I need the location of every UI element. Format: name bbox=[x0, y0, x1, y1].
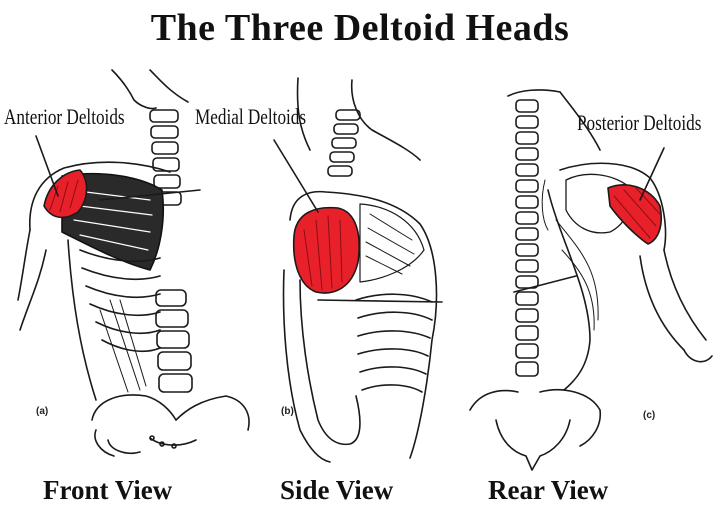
side-view-figure bbox=[273, 77, 443, 463]
anterior-deltoids-label: Anterior Deltoids bbox=[4, 104, 125, 129]
medial-leader-line bbox=[273, 139, 319, 213]
posterior-leader-line bbox=[639, 147, 665, 201]
panel-tag-b: (b) bbox=[281, 406, 294, 417]
rear-view-figure bbox=[469, 89, 713, 471]
front-view-figure bbox=[17, 69, 250, 457]
panel-tag-c: (c) bbox=[643, 410, 656, 421]
page-title: The Three Deltoid Heads bbox=[150, 7, 570, 49]
rear-view-caption: Rear View bbox=[488, 475, 609, 505]
medial-deltoid-highlight bbox=[292, 206, 360, 294]
anterior-leader-line bbox=[35, 135, 59, 197]
posterior-deltoid-highlight bbox=[607, 184, 663, 245]
rear-spine bbox=[515, 99, 539, 377]
front-view-caption: Front View bbox=[43, 475, 173, 505]
posterior-deltoids-label: Posterior Deltoids bbox=[577, 110, 702, 135]
panel-tag-a: (a) bbox=[36, 406, 49, 417]
side-view-caption: Side View bbox=[280, 475, 394, 505]
medial-deltoids-label: Medial Deltoids bbox=[195, 104, 307, 129]
